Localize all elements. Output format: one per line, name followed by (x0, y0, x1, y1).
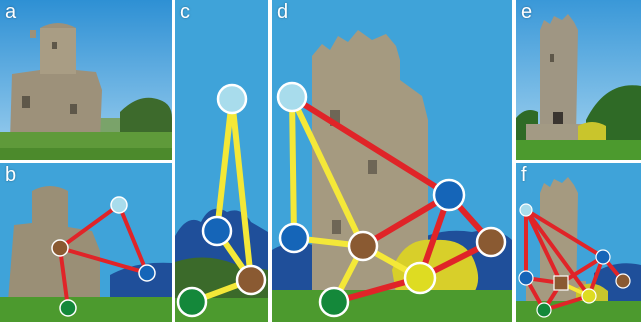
panel-c: c (175, 0, 268, 322)
panel-label-b: b (5, 164, 17, 186)
segmented-graph-b (0, 163, 172, 322)
tower-photo-e (516, 0, 641, 160)
segmented-graph-f (516, 163, 641, 322)
graph-node-blue (432, 178, 466, 212)
panel-label-a: a (5, 1, 17, 23)
graph-node-blue (518, 270, 534, 286)
graph-node-brown (235, 264, 267, 296)
graph-node-light-blue (276, 81, 308, 113)
graph-node-light-blue (216, 83, 248, 115)
graph-node-brown (475, 226, 507, 258)
graph-node-brown (615, 273, 631, 289)
graph-node-brown (553, 275, 569, 291)
graph-node-yellow (581, 288, 597, 304)
graph-node-green (176, 286, 208, 318)
graph-node-blue (278, 222, 310, 254)
graph-node-blue (138, 264, 156, 282)
panel-label-d: d (277, 1, 289, 23)
graph-node-brown (347, 230, 379, 262)
graph-node-brown (51, 239, 69, 257)
graph-node-light-blue (519, 203, 533, 217)
graph-node-light-blue (110, 196, 128, 214)
panel-b: b (0, 163, 172, 322)
graph-c (175, 0, 268, 322)
panel-e: e (516, 0, 641, 160)
panel-label-e: e (521, 1, 533, 23)
graph-node-blue (201, 215, 233, 247)
panel-a: a (0, 0, 172, 160)
panel-d: d (272, 0, 512, 322)
panel-f: f (516, 163, 641, 322)
panel-label-c: c (180, 1, 190, 23)
graph-node-green (536, 302, 552, 318)
castle-photo-a (0, 0, 172, 160)
panel-label-f: f (521, 164, 527, 186)
graph-node-blue (595, 249, 611, 265)
graph-node-green (318, 286, 350, 318)
segmented-graph-d (272, 0, 512, 322)
graph-node-yellow (403, 261, 437, 295)
graph-node-green (59, 299, 77, 317)
